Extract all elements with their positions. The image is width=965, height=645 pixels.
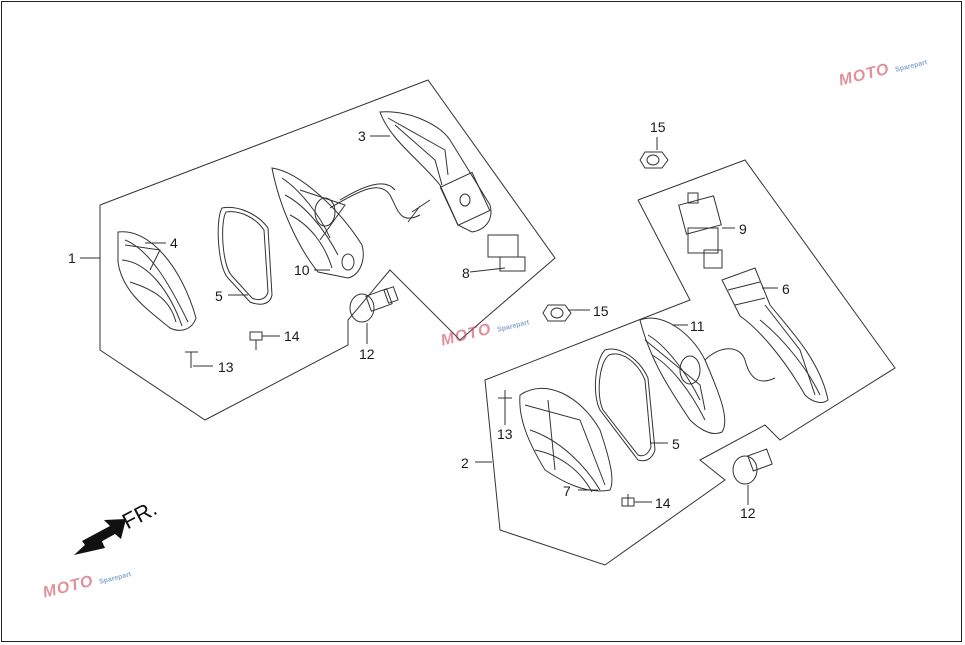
callout-14-right: 14 <box>655 495 671 511</box>
screw-part-13-left <box>185 351 198 368</box>
callout-4: 4 <box>170 235 178 251</box>
socket-part-9-right <box>678 192 723 269</box>
right-assembly-outline <box>484 159 896 566</box>
screw-part-13-right <box>498 390 512 412</box>
lens-part-7-right <box>519 387 613 493</box>
callout-2: 2 <box>461 455 469 471</box>
leader-lines <box>80 135 778 505</box>
left-assembly-outline <box>99 79 556 421</box>
callout-15-top: 15 <box>650 119 666 135</box>
callout-12-left: 12 <box>359 346 375 362</box>
callout-13-left: 13 <box>218 359 234 375</box>
callout-9: 9 <box>739 221 747 237</box>
callout-8: 8 <box>462 265 470 281</box>
nut-part-15-mid <box>542 304 572 322</box>
callout-5-right: 5 <box>672 436 680 452</box>
callout-13-right: 13 <box>497 426 513 442</box>
housing-part-10-left <box>271 167 421 279</box>
callout-10: 10 <box>294 262 310 278</box>
callout-5-left: 5 <box>215 288 223 304</box>
stalk-part-6-right <box>721 267 829 403</box>
lens-part-4-left <box>117 231 197 331</box>
housing-part-11-right <box>639 317 776 434</box>
screw-part-14-right <box>621 494 635 507</box>
gasket-part-5-right <box>595 348 656 462</box>
callout-12-right: 12 <box>740 505 756 521</box>
callout-3: 3 <box>358 128 366 144</box>
callout-1: 1 <box>68 250 76 266</box>
front-direction-arrow <box>74 519 126 555</box>
callout-7: 7 <box>563 483 571 499</box>
nut-part-15-top <box>639 151 669 169</box>
bulb-part-12-left <box>349 286 399 323</box>
stalk-part-3-left <box>379 111 492 233</box>
callout-15-mid: 15 <box>593 303 609 319</box>
callout-6: 6 <box>782 281 790 297</box>
callout-11: 11 <box>690 318 705 334</box>
callout-14-left: 14 <box>284 328 300 344</box>
socket-part-8-left <box>407 199 526 272</box>
gasket-part-5-left <box>217 206 273 305</box>
screw-part-14-left <box>249 331 263 350</box>
bulb-part-12-right <box>732 448 773 485</box>
